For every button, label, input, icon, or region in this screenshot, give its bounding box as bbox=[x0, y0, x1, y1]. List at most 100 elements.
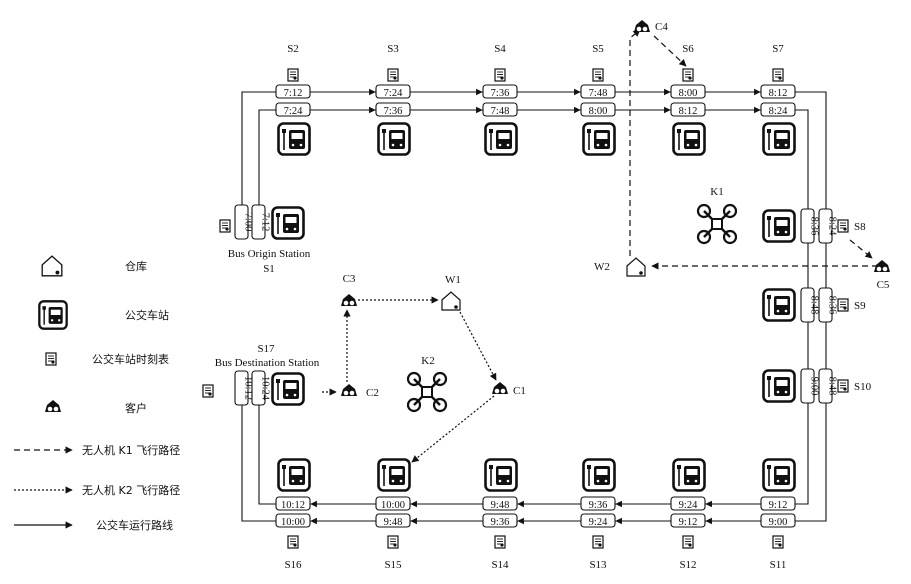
bus-station-icon bbox=[279, 460, 310, 491]
station-label-s7: S7 bbox=[772, 43, 784, 55]
timetable-icon bbox=[288, 69, 298, 81]
legend-warehouse-icon bbox=[42, 256, 62, 276]
timetable-time: 8:00 bbox=[679, 88, 698, 99]
bus-station-icon bbox=[486, 124, 517, 155]
timetable-time: 7:12 bbox=[260, 213, 271, 232]
timetable-time: 7:48 bbox=[589, 88, 608, 99]
legend-warehouse-text: 仓库 bbox=[125, 259, 147, 273]
warehouse-icon bbox=[442, 292, 460, 310]
timetable-time: 7:36 bbox=[491, 88, 510, 99]
timetable-icon bbox=[838, 380, 848, 392]
k1-path-w2-c4 bbox=[630, 30, 640, 256]
timetable-icon bbox=[388, 536, 398, 548]
bus-route-lines bbox=[242, 92, 826, 521]
timetable-icon bbox=[773, 536, 783, 548]
station-label-s5: S5 bbox=[592, 43, 604, 55]
timetable-time: 9:00 bbox=[769, 517, 788, 528]
legend-timetable-icon bbox=[46, 353, 56, 365]
station-label-s10: S10 bbox=[854, 381, 872, 393]
timetable-time: 8:48 bbox=[827, 377, 838, 396]
station-label-s3: S3 bbox=[387, 43, 399, 55]
customer-label-c2: C2 bbox=[366, 387, 379, 399]
warehouse-label-w1: W1 bbox=[445, 274, 461, 286]
station-label-s9: S9 bbox=[854, 300, 866, 312]
timetable-time: 7:12 bbox=[284, 88, 303, 99]
timetable-time: 9:24 bbox=[679, 500, 698, 511]
timetable-time: 10:24 bbox=[260, 376, 271, 401]
customer-icon bbox=[492, 382, 508, 394]
timetable-time: 8:24 bbox=[827, 217, 838, 236]
k2-path-c1-s15 bbox=[412, 396, 494, 462]
inner-bus-route bbox=[259, 110, 808, 504]
timetable-time: 8:12 bbox=[679, 106, 698, 117]
timetable-icon bbox=[683, 536, 693, 548]
station-label-s12: S12 bbox=[679, 559, 696, 571]
timetable-time: 8:36 bbox=[827, 296, 838, 315]
bus-station-icon bbox=[764, 460, 795, 491]
timetable-icon bbox=[593, 69, 603, 81]
customer-label-c5: C5 bbox=[877, 279, 890, 291]
bus-station-icon bbox=[764, 371, 795, 402]
timetable-time: 9:48 bbox=[384, 517, 403, 528]
legend-bus-station-text: 公交车站 bbox=[125, 308, 169, 322]
drone-k2-icon bbox=[408, 373, 446, 411]
drone-k1-icon bbox=[698, 205, 736, 243]
customer-icon bbox=[341, 294, 357, 306]
timetable-icon bbox=[388, 69, 398, 81]
timetable-time: 8:12 bbox=[769, 88, 788, 99]
timetable-time: 10:12 bbox=[281, 500, 305, 511]
station-label-s16: S16 bbox=[284, 559, 302, 571]
timetable-time: 8:24 bbox=[769, 106, 788, 117]
customer-label-c1: C1 bbox=[513, 385, 526, 397]
bus-station-icon bbox=[764, 290, 795, 321]
timetable-time: 10:00 bbox=[281, 517, 305, 528]
legend: 仓库公交车站公交车站时刻表客户无人机 K1 飞行路径无人机 K2 飞行路径公交车… bbox=[14, 256, 180, 532]
station-label-s2: S2 bbox=[287, 43, 299, 55]
timetable-time: 7:24 bbox=[284, 106, 303, 117]
legend-k1-text: 无人机 K1 飞行路径 bbox=[82, 443, 180, 457]
bus-station-icon bbox=[486, 460, 517, 491]
timetable-icon bbox=[773, 69, 783, 81]
station-layer: S2 7:12 7:24 S3 7:24 7:36 S4 7:36 7:48 S5 7:48 8:00… bbox=[203, 43, 872, 571]
timetable-time: 9:36 bbox=[589, 500, 608, 511]
origin-label: Bus Origin Station bbox=[228, 248, 311, 260]
timetable-icon bbox=[495, 536, 505, 548]
station-label-s4: S4 bbox=[494, 43, 506, 55]
bus-station-icon bbox=[674, 460, 705, 491]
bus-station-icon bbox=[674, 124, 705, 155]
legend-customer-text: 客户 bbox=[125, 401, 147, 415]
timetable-icon bbox=[838, 220, 848, 232]
timetable-time: 9:12 bbox=[679, 517, 698, 528]
outer-bus-route bbox=[242, 92, 826, 521]
warehouse-icon bbox=[627, 258, 645, 276]
timetable-time: 7:48 bbox=[491, 106, 510, 117]
bus-station-icon bbox=[273, 374, 304, 405]
timetable-time: 7:36 bbox=[384, 106, 403, 117]
drone-k1-label: K1 bbox=[710, 186, 723, 198]
bus-station-icon bbox=[273, 208, 304, 239]
timetable-time: 7:24 bbox=[384, 88, 403, 99]
drone-k2-label: K2 bbox=[421, 355, 434, 367]
bus-station-icon bbox=[584, 124, 615, 155]
timetable-time: 8:48 bbox=[809, 296, 820, 315]
timetable-icon bbox=[495, 69, 505, 81]
legend-bus-route-text: 公交车运行路线 bbox=[96, 518, 173, 532]
station-label-s14: S14 bbox=[491, 559, 509, 571]
station-label-s6: S6 bbox=[682, 43, 694, 55]
k1-path-s8-c5 bbox=[850, 240, 872, 258]
timetable-time: 9:48 bbox=[491, 500, 510, 511]
timetable-time: 8:00 bbox=[589, 106, 608, 117]
destination-label: Bus Destination Station bbox=[215, 357, 320, 369]
timetable-icon bbox=[220, 220, 230, 232]
timetable-time: 9:12 bbox=[769, 500, 788, 511]
customer-label-c3: C3 bbox=[343, 273, 356, 285]
station-label-s11: S11 bbox=[770, 559, 787, 571]
station-label-s15: S15 bbox=[384, 559, 402, 571]
bus-station-icon bbox=[379, 460, 410, 491]
station-label-s17: S17 bbox=[257, 343, 275, 355]
timetable-time: 9:36 bbox=[491, 517, 510, 528]
station-label-s13: S13 bbox=[589, 559, 607, 571]
k2-path-w1-c1 bbox=[460, 312, 496, 380]
customer-label-c4: C4 bbox=[655, 21, 668, 33]
